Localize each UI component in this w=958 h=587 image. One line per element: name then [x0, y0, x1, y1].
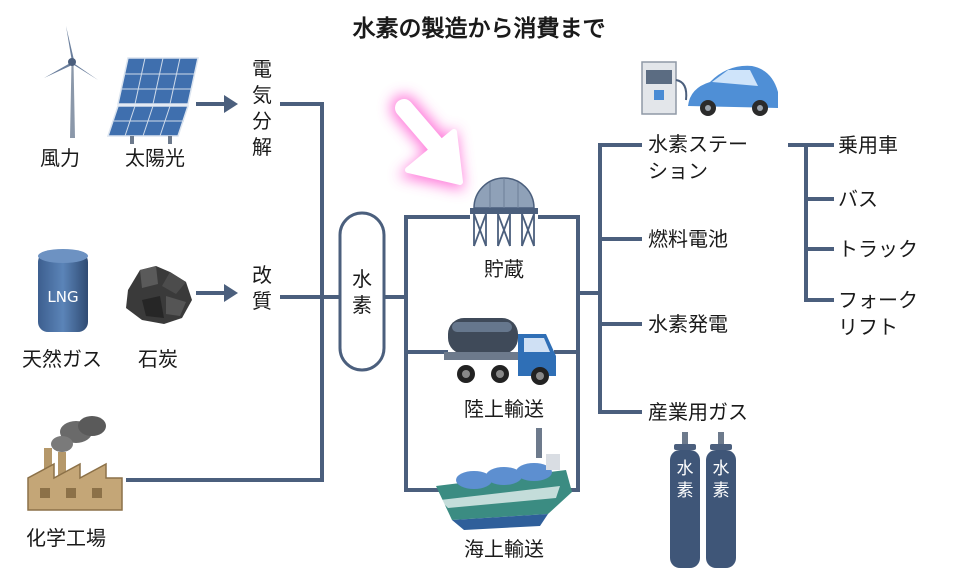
input-arrows — [196, 95, 238, 302]
svg-text:素: 素 — [677, 481, 694, 501]
arrow-coal-head — [224, 284, 238, 302]
diagram-title: 水素の製造から消費まで — [353, 15, 606, 42]
label-truck: トラック — [838, 237, 918, 261]
electric-car-icon — [688, 65, 778, 116]
process-electrolysis: 電 気 分 解 — [252, 57, 272, 159]
label-sea-transport: 海上輸送 — [464, 537, 544, 561]
lng-tank-icon: LNG — [38, 249, 88, 332]
label-fuel-cell: 燃料電池 — [648, 227, 728, 251]
label-passenger-car: 乗用車 — [838, 133, 898, 157]
svg-text:解: 解 — [252, 135, 272, 159]
svg-text:分: 分 — [252, 109, 272, 133]
line-electrolysis — [280, 102, 324, 299]
svg-text:水: 水 — [352, 267, 372, 291]
connector-lines — [126, 102, 834, 492]
svg-text:質: 質 — [252, 289, 272, 313]
gas-cylinder-icon: 水 素 — [706, 432, 736, 568]
lng-tank-label: LNG — [47, 288, 78, 306]
svg-text:水: 水 — [677, 459, 694, 479]
label-solar: 太陽光 — [125, 146, 185, 170]
arrow-solar-head — [224, 95, 238, 113]
svg-text:改: 改 — [252, 263, 272, 287]
storage-tank-icon — [470, 177, 538, 247]
lng-ship-icon — [436, 428, 572, 530]
label-chemical-plant: 化学工場 — [26, 526, 106, 550]
label-bus: バス — [838, 187, 878, 211]
label-hydrogen-station: 水素ステー — [648, 132, 748, 156]
svg-text:電: 電 — [252, 57, 272, 81]
label-hydrogen-station-2: ション — [648, 159, 708, 183]
label-hydrogen-power: 水素発電 — [648, 312, 728, 336]
label-coal: 石炭 — [138, 347, 178, 371]
svg-text:素: 素 — [713, 481, 730, 501]
svg-text:気: 気 — [252, 83, 272, 107]
label-storage: 貯蔵 — [484, 257, 524, 281]
svg-text:素: 素 — [352, 293, 372, 317]
process-reforming: 改 質 — [252, 263, 272, 313]
wind-turbine-icon — [44, 26, 98, 138]
label-forklift-2: リフト — [838, 315, 898, 339]
hydrogen-station-icon — [641, 61, 688, 115]
label-natural-gas: 天然ガス — [22, 347, 102, 371]
line-factory — [126, 295, 324, 482]
label-land-transport: 陸上輸送 — [464, 397, 544, 421]
line-right-trunk — [538, 215, 580, 492]
label-forklift: フォーク — [838, 288, 918, 312]
pointer-arrow-icon — [391, 95, 464, 190]
label-industrial-gas: 産業用ガス — [648, 400, 748, 424]
gas-cylinder-icon: 水 素 — [670, 432, 700, 568]
svg-text:水: 水 — [713, 459, 730, 479]
factory-icon — [27, 416, 123, 511]
label-wind: 風力 — [40, 146, 80, 170]
solar-panel-icon — [106, 57, 199, 144]
hydrogen-capsule: 水 素 — [338, 211, 386, 372]
coal-icon — [126, 266, 192, 324]
tanker-truck-icon — [444, 318, 556, 385]
